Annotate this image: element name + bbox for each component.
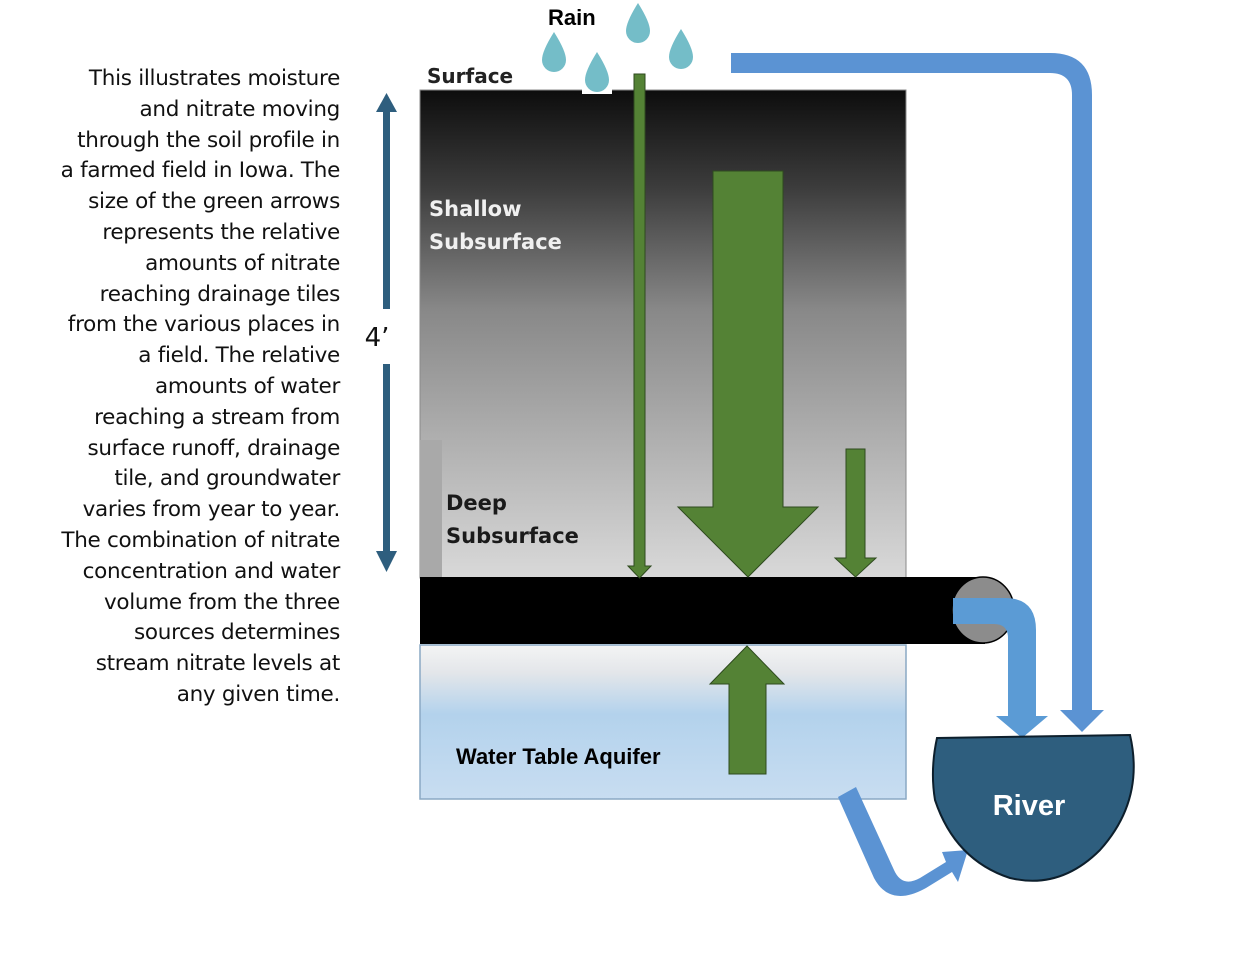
- description-line: This illustrates moisture: [88, 66, 340, 91]
- description-text: This illustrates moisture and nitrate mov…: [20, 64, 341, 711]
- deep-subsurface-label-line2: Subsurface: [446, 524, 579, 548]
- water-table-aquifer: [419, 644, 907, 800]
- rain-drop-icon: [585, 52, 609, 92]
- surface-nitrate-arrow: [626, 73, 653, 579]
- description-line: concentration and water: [82, 558, 341, 584]
- depth-label: 4’: [365, 323, 390, 353]
- description-line: from the various places in: [67, 312, 341, 338]
- groundwater-arrow: [838, 787, 968, 896]
- rain-drop-icon: [626, 3, 650, 43]
- river: [931, 733, 1135, 882]
- deep-subsurface-label-line1: Deep: [446, 491, 507, 515]
- description-line: and nitrate moving: [139, 96, 341, 122]
- rain-drops: [542, 3, 693, 94]
- rain-label: Rain: [548, 5, 596, 30]
- description-line: a farmed field in Iowa. The: [60, 158, 341, 184]
- deep-subsurface-nitrate-arrow: [833, 448, 878, 578]
- arrow-up-icon: [376, 93, 397, 112]
- description-line: The combination of nitrate: [61, 527, 340, 553]
- description-line: reaching drainage tiles: [99, 281, 341, 307]
- shallow-subsurface-label-line2: Subsurface: [429, 230, 562, 254]
- soil-profile: [419, 89, 907, 579]
- description-line: tile, and groundwater: [114, 466, 340, 492]
- description-line: varies from year to year.: [82, 497, 341, 523]
- description-line: reaching a stream from: [94, 404, 340, 430]
- river-label: River: [993, 790, 1066, 822]
- rain-drop-icon: [669, 29, 693, 69]
- shallow-subsurface-nitrate-arrow: [676, 170, 820, 578]
- description-line: volume from the three: [103, 589, 340, 615]
- description-line: surface runoff, drainage: [87, 435, 341, 461]
- depth-indicator: [376, 93, 397, 572]
- description-line: through the soil profile in: [77, 127, 340, 153]
- description-line: sources determines: [134, 620, 340, 646]
- drainage-tile: [420, 576, 1015, 644]
- surface-label: Surface: [427, 64, 513, 88]
- description-line: stream nitrate levels at: [95, 651, 341, 677]
- aquifer-nitrate-arrow: [708, 645, 786, 775]
- description-line: size of the green arrows: [88, 189, 340, 215]
- shallow-subsurface-label-line1: Shallow: [429, 197, 521, 221]
- tile-outflow-arrow: [953, 598, 1048, 738]
- rain-drop-icon: [542, 32, 566, 72]
- description-line: a field. The relative: [138, 343, 340, 369]
- description-line: any given time.: [176, 681, 341, 707]
- aquifer-label: Water Table Aquifer: [456, 744, 661, 769]
- arrow-down-icon: [376, 551, 397, 572]
- description-line: amounts of nitrate: [145, 250, 340, 276]
- description-line: represents the relative: [102, 219, 340, 245]
- description-line: amounts of water: [154, 373, 340, 399]
- soil-edge-shade: [420, 440, 442, 578]
